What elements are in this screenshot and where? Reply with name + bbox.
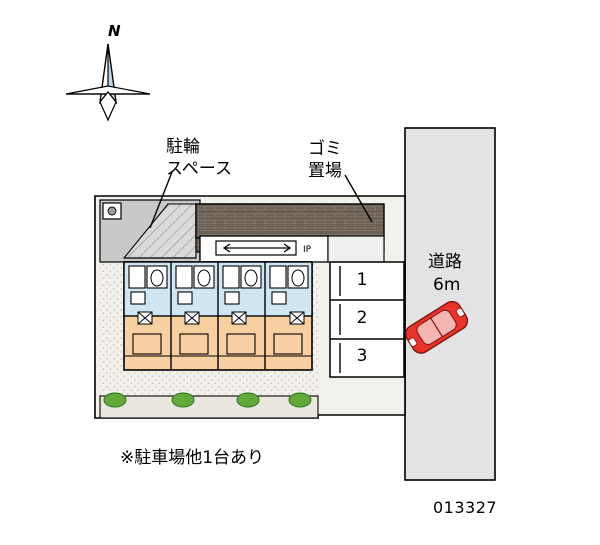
- unit-dividers: [170, 262, 266, 370]
- road-label-line2: 6m: [433, 275, 461, 295]
- parking-dividers: [330, 299, 404, 340]
- footnote-label: ※駐車場他1台あり: [120, 448, 265, 468]
- leader-lines: [149, 171, 373, 229]
- compass-north-label: N: [108, 22, 121, 40]
- car-icon: [405, 300, 469, 354]
- bottom-walk: [99, 395, 319, 419]
- corridor-arrow: [222, 243, 292, 253]
- bicycle-parking-label-line1: 駐輪: [166, 137, 200, 157]
- meter-box-dot: [107, 206, 117, 216]
- parking-area: [329, 261, 405, 378]
- garbage-wall-strip: [195, 203, 385, 239]
- parking-number-2: 2: [356, 308, 368, 328]
- unit-door-marks: [137, 311, 305, 325]
- bicycle-parking-label-line2: スペース: [166, 159, 232, 179]
- garbage-label-line1: ゴミ: [308, 139, 342, 159]
- unit-toilets: [150, 269, 305, 287]
- parking-number-1: 1: [356, 270, 368, 290]
- upper-right-pad: [327, 235, 385, 263]
- shrubs: [103, 392, 312, 408]
- unit-balconies: [124, 333, 312, 357]
- compass-rose: [65, 43, 151, 122]
- road-label-line1: 道路: [428, 252, 462, 272]
- corridor-arrow-tick: IP: [303, 245, 312, 255]
- image-id-label: 013327: [433, 498, 498, 517]
- garbage-label-line2: 置場: [308, 161, 342, 181]
- parking-number-3: 3: [356, 346, 368, 366]
